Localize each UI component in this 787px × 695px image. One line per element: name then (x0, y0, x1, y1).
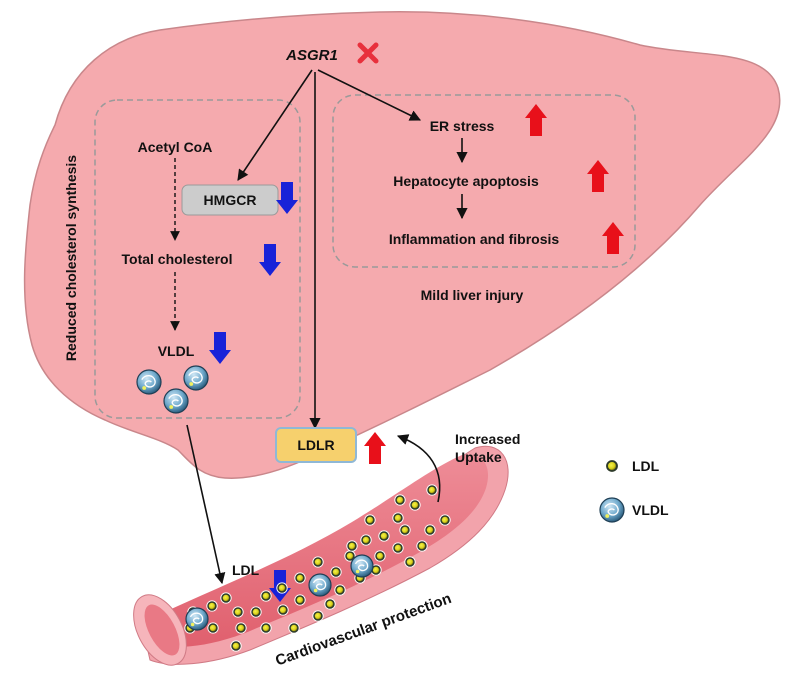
vessel-lumen (144, 604, 180, 656)
vldl-label: VLDL (158, 343, 195, 359)
ldl-particle-icon (294, 594, 306, 606)
up-arrow-icon (587, 160, 609, 192)
ldl-particle-icon (360, 534, 372, 546)
ldl-particle-icon (206, 600, 218, 612)
reduced-synthesis-label: Reduced cholesterol synthesis (63, 155, 79, 361)
hmgcr-label: HMGCR (204, 192, 257, 208)
ldl-particle-icon (207, 622, 219, 634)
ldl-particle-icon (424, 524, 436, 536)
synthesis-box (94, 99, 301, 419)
ldlr-label: LDLR (297, 437, 334, 453)
ldl-particle-icon (404, 556, 416, 568)
ldl-particle-icon (344, 550, 356, 562)
ldl-particle-icon (394, 494, 406, 506)
mild-liver-injury-label: Mild liver injury (421, 287, 524, 303)
ldl-particle-icon (439, 514, 451, 526)
up-arrow-icon (602, 222, 624, 254)
ldl-particle-icon (416, 540, 428, 552)
arrow-uptake (396, 434, 441, 503)
up-arrow-icon (364, 432, 386, 464)
ldl-particle-icon (392, 512, 404, 524)
legend-vldl-label: VLDL (632, 502, 669, 518)
asgr1-label: ASGR1 (285, 47, 338, 64)
ldl-particle-icon (409, 499, 421, 511)
acetyl-coa-label: Acetyl CoA (138, 139, 213, 155)
ldl-particle-icon (312, 556, 324, 568)
total-cholesterol-label: Total cholesterol (122, 251, 233, 267)
injury-box (332, 94, 636, 268)
er-stress-label: ER stress (430, 118, 495, 134)
ldl-particle-icon (230, 640, 242, 652)
ldl-particle-icon (426, 484, 438, 496)
ldl-particle-icon (277, 604, 289, 616)
down-arrow-icon (209, 332, 231, 364)
ldl-particle-icon (324, 598, 336, 610)
vldl-particle-icon (163, 388, 189, 414)
ldl-particle-icon (334, 584, 346, 596)
ldl-particle-icon (232, 606, 244, 618)
ldl-particle-icon (312, 610, 324, 622)
legend-vldl-icon (599, 497, 625, 523)
legend-ldl-label: LDL (632, 458, 660, 474)
hepatocyte-apoptosis-label: Hepatocyte apoptosis (393, 173, 539, 189)
ldl-particle-icon (220, 592, 232, 604)
ldl-particle-icon (250, 606, 262, 618)
ldl-particle-icon (288, 622, 300, 634)
liver-shape (23, 11, 781, 479)
vldl-particle-icon (136, 369, 162, 395)
ldl-particle-icon (346, 540, 358, 552)
legend-ldl-icon (604, 458, 620, 474)
ldl-particle-icon (260, 622, 272, 634)
vldl-particle-icon (350, 554, 374, 578)
vldl-particle-icon (183, 365, 209, 391)
arrow-vldl-ldl (186, 424, 226, 585)
ldl-particle-icon (374, 550, 386, 562)
vldl-particle-icon (185, 607, 209, 631)
vessel-ldl-label: LDL (232, 562, 260, 578)
cross-icon (357, 42, 379, 64)
ldl-particle-icon (399, 524, 411, 536)
ldl-particle-icon (364, 514, 376, 526)
down-arrow-icon (259, 244, 281, 276)
arrow-asgr1-hmgcr (237, 69, 313, 181)
down-arrow-icon (276, 182, 298, 214)
ldl-particle-icon (235, 622, 247, 634)
ldl-particle-icon (392, 542, 404, 554)
ldl-particle-icon (378, 530, 390, 542)
ldlr-box (275, 427, 357, 463)
ldl-particle-icon (294, 572, 306, 584)
inflammation-fibrosis-label: Inflammation and fibrosis (389, 231, 560, 247)
ldl-particle-icon (260, 590, 272, 602)
arrow-asgr1-er-stress (317, 69, 422, 121)
increased-label: Increased (455, 431, 520, 447)
uptake-label: Uptake (455, 449, 502, 465)
ldl-particle-icon (330, 566, 342, 578)
ldl-particle-icon (276, 582, 288, 594)
up-arrow-icon (525, 104, 547, 136)
vldl-particle-icon (308, 573, 332, 597)
